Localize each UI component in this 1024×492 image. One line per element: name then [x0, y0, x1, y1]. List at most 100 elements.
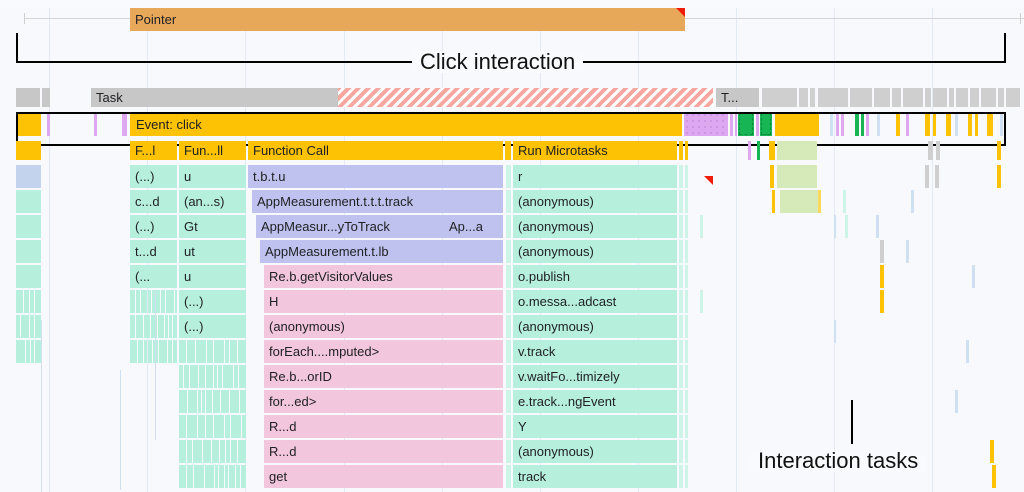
stack-colD-tail2-9[interactable]: [685, 390, 688, 413]
stack-left-sliver-7-35[interactable]: [35, 340, 41, 363]
stack-colB-sliver-9-206[interactable]: [206, 390, 212, 413]
event-entry-tick-g1[interactable]: [855, 112, 859, 136]
stack-colA-sliver-5-130[interactable]: [130, 290, 135, 313]
stack-colA-2[interactable]: (...): [130, 215, 177, 238]
stack-colB-sliver-12-187[interactable]: [187, 465, 193, 488]
event-entry-tick-b3[interactable]: [955, 112, 958, 136]
stack-colA-sliver-7-130[interactable]: [130, 340, 137, 363]
stack-left-sliver-6-30[interactable]: [30, 315, 34, 338]
stack-colD-tail-5[interactable]: [679, 290, 683, 313]
task-entry-r8[interactable]: [903, 88, 923, 107]
event-entry-tick-b1[interactable]: [830, 112, 833, 136]
event-entry-green-block-1[interactable]: [738, 112, 754, 136]
stack-colD-edge-0[interactable]: [506, 165, 511, 188]
task-entry-r3[interactable]: [810, 88, 815, 107]
stack-colC-9[interactable]: for...ed>: [264, 390, 503, 413]
stack-left-block-0[interactable]: [16, 165, 41, 188]
stack-colA-sliver-6-144[interactable]: [144, 315, 150, 338]
stack-colD-8[interactable]: v.waitFo...timizely: [513, 365, 677, 388]
stack-colA-0[interactable]: (...): [130, 165, 177, 188]
event-entry-violet-tick-1[interactable]: [47, 112, 50, 136]
stack-colB-sliver-10-187[interactable]: [187, 415, 197, 438]
loading-tick-1[interactable]: [772, 190, 775, 213]
event-entry-violet-tick-2[interactable]: [94, 112, 97, 136]
stack-colD-tail-3[interactable]: [679, 240, 683, 263]
event-entry-violet-thin-1[interactable]: [730, 112, 733, 136]
task-entry-r14[interactable]: [981, 88, 996, 107]
event-entry-green-block-2[interactable]: [760, 112, 772, 136]
far-right-sliver-8[interactable]: [880, 240, 884, 263]
task-entry-r6[interactable]: [874, 88, 890, 107]
stack-colA-sliver-6-169[interactable]: [169, 315, 172, 338]
loading-block-0[interactable]: [777, 165, 817, 188]
stack-colB-sliver-9-221[interactable]: [221, 390, 229, 413]
fc-entry-after-v[interactable]: [748, 141, 751, 160]
stack-colB-sliver-9-179[interactable]: [179, 390, 187, 413]
stack-colD-4[interactable]: o.publish: [513, 265, 677, 288]
far-right-sliver-3[interactable]: [843, 190, 846, 213]
stack-colB-sliver-9-240[interactable]: [240, 390, 246, 413]
stack-colA-3[interactable]: t...d: [130, 240, 177, 263]
stack-colD-tail2-2[interactable]: [685, 215, 688, 238]
stack-colD-edge-6[interactable]: [506, 315, 511, 338]
stack-colA-sliver-7-148[interactable]: [148, 340, 152, 363]
stack-colA-sliver-6-130[interactable]: [130, 315, 135, 338]
stack-colD-7[interactable]: v.track: [513, 340, 677, 363]
task-entry-r16[interactable]: [1006, 88, 1020, 107]
stack-colB-sliver-7-238[interactable]: [238, 340, 246, 363]
far-right-sliver-10[interactable]: [880, 265, 884, 288]
fc-entry-after-y[interactable]: [769, 141, 775, 160]
stack-colD-tail-10[interactable]: [679, 415, 683, 438]
stack-colC-11[interactable]: R...d: [264, 440, 503, 463]
stack-left-sliver-5-30[interactable]: [30, 290, 34, 313]
fc-entry-y-far[interactable]: [997, 141, 1001, 160]
stack-colB-sliver-11-212[interactable]: [212, 440, 219, 463]
stack-colA-sliver-5-148[interactable]: [148, 290, 151, 313]
stack-left-sliver-7-31[interactable]: [31, 340, 34, 363]
far-right-sliver-5[interactable]: [700, 215, 703, 238]
task-entry-r9[interactable]: [925, 88, 931, 107]
stack-colB-sliver-8-234[interactable]: [234, 365, 238, 388]
stack-colD-tail2-1[interactable]: [685, 190, 688, 213]
stack-colD-6[interactable]: (anonymous): [513, 315, 677, 338]
stack-left-sliver-5-35[interactable]: [35, 290, 41, 313]
stack-colD-edge-8[interactable]: [506, 365, 511, 388]
stack-colD-edge-11[interactable]: [506, 440, 511, 463]
stack-colB-sliver-12-215[interactable]: [215, 465, 218, 488]
stack-colC-7[interactable]: forEach....mputed>: [264, 340, 503, 363]
stack-colD-tail2-5[interactable]: [685, 290, 688, 313]
stack-left-sliver-5-24[interactable]: [24, 290, 29, 313]
fc-entry-function-call[interactable]: Function Call: [248, 141, 503, 160]
stack-colB-sliver-10-214[interactable]: [214, 415, 224, 438]
stack-colB-6[interactable]: (...): [179, 315, 246, 338]
stack-colB-sliver-12-179[interactable]: [179, 465, 186, 488]
event-entry-tick-g2[interactable]: [861, 112, 864, 136]
stack-colA-sliver-5-136[interactable]: [136, 290, 140, 313]
task-entry-r7[interactable]: [892, 88, 901, 107]
task-entry-r5[interactable]: [850, 88, 872, 107]
event-entry-tick-b4[interactable]: [1000, 112, 1003, 136]
interaction-pointer-entry[interactable]: Pointer: [130, 8, 685, 31]
stack-colB-sliver-9-202[interactable]: [202, 390, 205, 413]
task-entry-small-left-2[interactable]: [42, 88, 50, 107]
stack-colD-tail-6[interactable]: [679, 315, 683, 338]
task-entry-main[interactable]: Task: [91, 88, 338, 107]
stack-colB-sliver-8-218[interactable]: [218, 365, 222, 388]
stack-colD-tail2-8[interactable]: [685, 365, 688, 388]
stack-colB-sliver-10-198[interactable]: [198, 415, 205, 438]
stack-colB-sliver-7-196[interactable]: [196, 340, 206, 363]
far-right-sliver-19[interactable]: [834, 320, 836, 343]
stack-left-sliver-5-16[interactable]: [16, 290, 23, 313]
stack-colB-sliver-11-193[interactable]: [193, 440, 202, 463]
stack-colB-sliver-9-198[interactable]: [198, 390, 201, 413]
stack-colC-8[interactable]: Re.b...orID: [264, 365, 503, 388]
far-right-sliver-9[interactable]: [906, 240, 909, 263]
stack-colD-tail2-11[interactable]: [685, 440, 688, 463]
stack-colD-tail2-3[interactable]: [685, 240, 688, 263]
stack-colB-sliver-12-194[interactable]: [194, 465, 204, 488]
event-entry-tick-v4[interactable]: [906, 112, 909, 136]
stack-colD-edge-1[interactable]: [506, 190, 511, 213]
stack-colD-tail-4[interactable]: [679, 265, 683, 288]
stack-colA-4[interactable]: (...: [130, 265, 177, 288]
stack-colC2-2[interactable]: Ap...a: [444, 215, 503, 238]
